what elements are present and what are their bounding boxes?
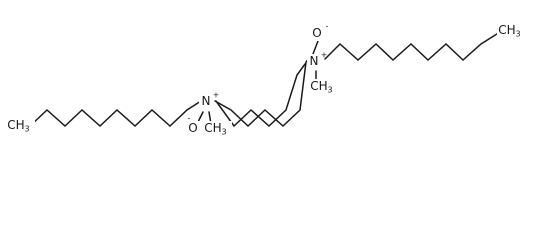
svg-text:CH: CH: [310, 79, 327, 93]
right-n-o-bond: [312, 40, 319, 55]
left-n-methyl-label: CH 3: [204, 121, 232, 137]
svg-text:+: +: [321, 51, 328, 60]
svg-text:N: N: [202, 94, 211, 108]
right-nitrogen-atom: N +: [307, 51, 328, 69]
svg-text:3: 3: [24, 125, 29, 134]
hexamethylene-linker: [215, 63, 306, 128]
svg-text:3: 3: [327, 86, 332, 95]
right-terminal-methyl-label: CH 3: [497, 22, 527, 39]
svg-text:-: -: [326, 22, 329, 31]
svg-text:O: O: [188, 121, 197, 135]
svg-text:CH: CH: [204, 121, 221, 135]
svg-text:O: O: [312, 26, 321, 40]
right-oxygen-atom: O -: [310, 22, 329, 41]
svg-text:-: -: [188, 114, 191, 123]
svg-text:+: +: [213, 91, 220, 100]
left-oxygen-atom: O -: [186, 114, 200, 136]
svg-text:N: N: [310, 54, 319, 68]
left-nitrogen-atom: N +: [199, 91, 220, 109]
right-n-methyl-label: CH 3: [310, 79, 338, 95]
svg-text:3: 3: [221, 128, 226, 137]
svg-text:CH: CH: [498, 23, 515, 37]
hexamethylene-bridge: [214, 55, 312, 128]
svg-text:CH: CH: [7, 118, 24, 132]
left-terminal-methyl-label: CH 3: [7, 117, 35, 134]
skeletal-formula: CH 3 N + O - CH 3 N + O - CH 3 CH 3: [7, 21, 527, 137]
svg-text:3: 3: [515, 30, 520, 39]
left-decyl-chain: [29, 100, 202, 128]
right-decyl-chain: [324, 31, 501, 62]
